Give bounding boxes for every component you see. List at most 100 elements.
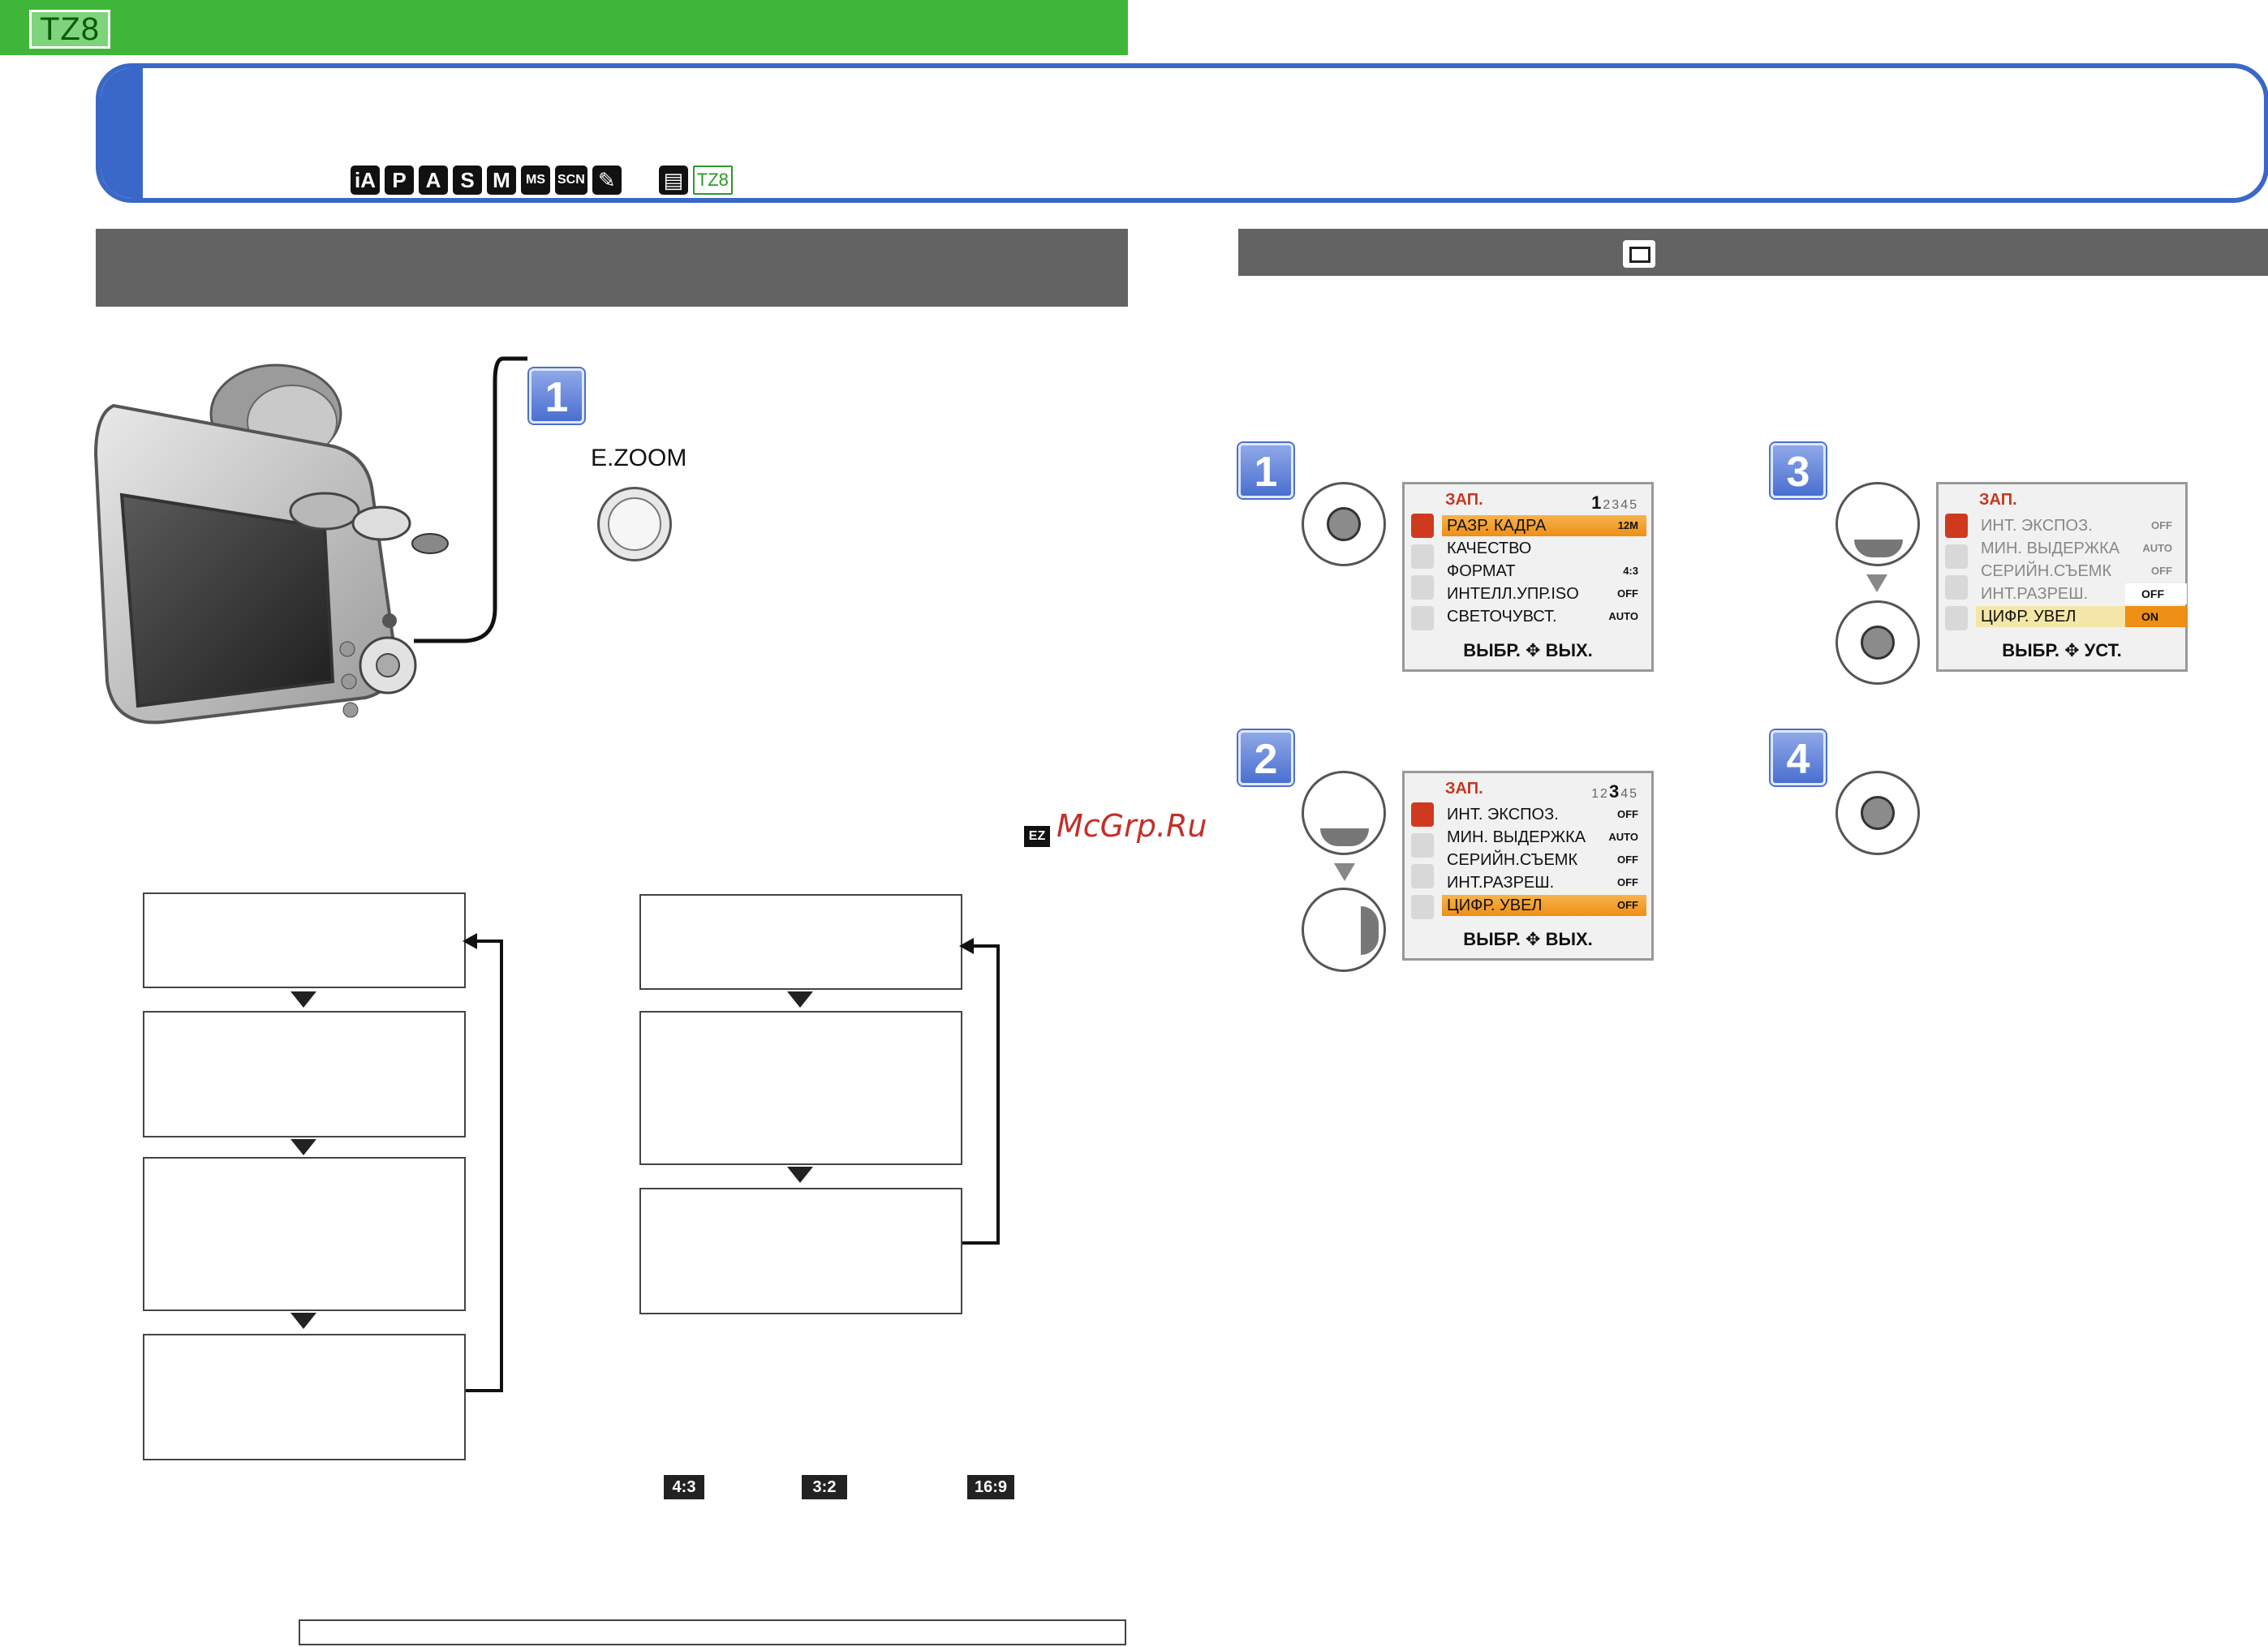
right-button[interactable] xyxy=(1361,906,1379,955)
menu-set-button[interactable] xyxy=(1327,507,1361,541)
menu-row-intelligent-resolution[interactable]: ИНТ.РАЗРЕШ. xyxy=(1981,585,2089,603)
cursor-pad-step2b[interactable] xyxy=(1302,888,1386,972)
ezoom-button-inner xyxy=(608,497,661,551)
scene-tab-icon[interactable] xyxy=(1945,544,1968,569)
down-button[interactable] xyxy=(1320,828,1369,846)
menu-title: ЗАП. xyxy=(1445,491,1483,509)
note-box xyxy=(299,1619,1126,1645)
top-section-bar xyxy=(0,0,1128,55)
menu-set-button[interactable] xyxy=(1861,796,1895,830)
right-step-badge-1: 1 xyxy=(1238,443,1293,498)
mode-movie-icon: ▤ xyxy=(658,166,688,195)
mode-ia-icon: iA xyxy=(351,166,380,195)
menu-row-intelligent-exposure[interactable]: ИНТ. ЭКСПОЗ.OFF xyxy=(1981,517,2172,535)
title-frame-tab xyxy=(101,68,143,198)
left-step-badge-1: 1 xyxy=(529,368,584,424)
scene-tab-icon[interactable] xyxy=(1411,833,1434,858)
flow-box-4 xyxy=(143,1334,466,1460)
setup-tab-icon[interactable] xyxy=(1411,606,1434,630)
flow-arrow-3 xyxy=(290,1313,316,1329)
cursor-pad-step3b[interactable] xyxy=(1835,600,1920,685)
menu-page-indicator: 12345 xyxy=(1591,492,1638,513)
right-section-header xyxy=(1238,229,2268,276)
menu-title: ЗАП. xyxy=(1979,491,2017,509)
flow-arrow-5 xyxy=(787,1167,813,1183)
travel-tab-icon[interactable] xyxy=(1411,864,1434,888)
flow-arrow-1 xyxy=(290,991,316,1008)
setup-tab-icon[interactable] xyxy=(1945,606,1968,630)
option-off[interactable]: OFF xyxy=(2125,583,2187,604)
mode-ms-icon: MS xyxy=(521,166,550,195)
flow-box-1 xyxy=(143,892,466,988)
menu-footer: ВЫБР. ✥ УСТ. xyxy=(2002,640,2122,660)
title-frame xyxy=(96,63,2268,203)
flow-arrow-4 xyxy=(787,991,813,1008)
camera-tab-icon[interactable] xyxy=(1945,514,1968,538)
camera-illustration xyxy=(93,363,449,725)
model-badge: TZ8 xyxy=(29,10,110,49)
right-step-badge-2: 2 xyxy=(1238,730,1293,785)
aspect-16-9-tag: 16:9 xyxy=(967,1475,1014,1499)
menu-page-indicator: 12345 xyxy=(1591,781,1638,802)
menu-side-tabs xyxy=(1945,514,1968,637)
flow-box-5 xyxy=(639,894,962,990)
down-button[interactable] xyxy=(1854,540,1903,557)
travel-tab-icon[interactable] xyxy=(1945,575,1968,600)
ez-icon: EZ xyxy=(1024,826,1050,847)
scene-tab-icon[interactable] xyxy=(1411,544,1434,569)
flow-return-line-left xyxy=(463,933,503,1392)
cursor-pad-step2a[interactable] xyxy=(1302,771,1386,855)
mode-tz8-icon: TZ8 xyxy=(692,166,733,195)
cursor-pad-step4[interactable] xyxy=(1835,771,1920,855)
cursor-pad-step1[interactable] xyxy=(1302,482,1386,566)
flow-box-6 xyxy=(639,1011,962,1165)
left-section-header xyxy=(96,229,1128,307)
flow-box-7 xyxy=(639,1188,962,1314)
aspect-4-3-tag: 4:3 xyxy=(664,1475,704,1499)
travel-tab-icon[interactable] xyxy=(1411,575,1434,600)
menu-side-tabs xyxy=(1411,802,1434,926)
down-arrow-icon xyxy=(1334,863,1355,881)
right-step-badge-3: 3 xyxy=(1771,443,1826,498)
menu-row-quality[interactable]: КАЧЕСТВО xyxy=(1447,540,1532,557)
mode-p-icon: P xyxy=(385,166,414,195)
menu-row-sensitivity[interactable]: СВЕТОЧУВСТ.AUTO xyxy=(1447,608,1638,626)
aspect-3-2-tag: 3:2 xyxy=(802,1475,847,1499)
menu-row-intelligent-resolution[interactable]: ИНТ.РАЗРЕШ.OFF xyxy=(1447,874,1638,892)
mode-scn-icon: SCN xyxy=(555,166,587,195)
mode-a-icon: A xyxy=(419,166,448,195)
ezoom-label: E.ZOOM xyxy=(591,445,687,471)
menu-footer: ВЫБР. ✥ ВЫХ. xyxy=(1463,640,1593,660)
flow-box-3 xyxy=(143,1157,466,1311)
mode-m-icon: M xyxy=(487,166,516,195)
cursor-pad-step3a[interactable] xyxy=(1835,482,1920,566)
option-on[interactable]: ON xyxy=(2125,606,2187,627)
right-step-badge-4: 4 xyxy=(1771,730,1826,785)
digital-zoom-icon xyxy=(1623,240,1655,268)
camera-tab-icon[interactable] xyxy=(1411,802,1434,827)
menu-title: ЗАП. xyxy=(1445,780,1483,798)
camera-tab-icon[interactable] xyxy=(1411,514,1434,538)
setup-tab-icon[interactable] xyxy=(1411,895,1434,919)
menu-set-button[interactable] xyxy=(1861,626,1895,660)
menu-footer: ВЫБР. ✥ ВЫХ. xyxy=(1463,929,1593,949)
flow-box-2 xyxy=(143,1011,466,1137)
menu-side-tabs xyxy=(1411,514,1434,637)
rec-menu-screen-2: ЗАП. 12345 ИНТ. ЭКСПОЗ.OFF МИН. ВЫДЕРЖКА… xyxy=(1402,771,1654,961)
watermark-text: McGrp.Ru xyxy=(1057,808,1207,844)
mode-s-icon: S xyxy=(453,166,482,195)
ezoom-button[interactable] xyxy=(597,487,672,561)
callout-line xyxy=(414,356,527,643)
menu-row-intelligent-exposure[interactable]: ИНТ. ЭКСПОЗ.OFF xyxy=(1447,806,1638,824)
down-arrow-icon xyxy=(1866,574,1887,592)
